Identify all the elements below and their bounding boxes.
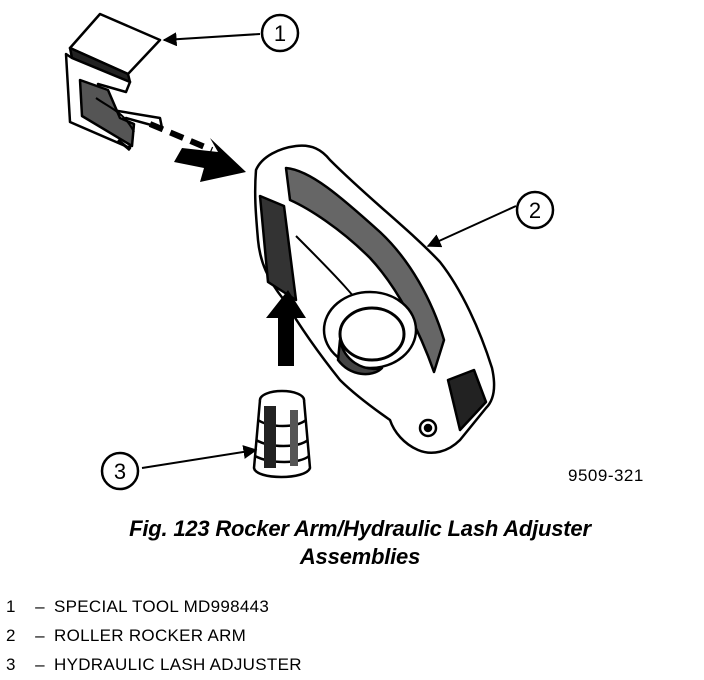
legend-text: ROLLER ROCKER ARM bbox=[54, 626, 247, 645]
legend-number: 3 bbox=[6, 655, 16, 674]
legend-item: 2–ROLLER ROCKER ARM bbox=[6, 621, 606, 650]
legend-item: 3–HYDRAULIC LASH ADJUSTER bbox=[6, 650, 606, 679]
rocker-arm-diagram: 1 2 3 bbox=[64, 12, 555, 491]
figure-code: 9509-321 bbox=[568, 466, 644, 485]
svg-text:3: 3 bbox=[114, 459, 126, 484]
leader-line-2 bbox=[426, 205, 517, 248]
callout-3: 3 bbox=[100, 451, 140, 491]
tool-dashed-path bbox=[148, 121, 214, 153]
legend-dash: – bbox=[35, 597, 45, 616]
legend-item: 1–SPECIAL TOOL MD998443 bbox=[6, 592, 606, 621]
legend-dash: – bbox=[35, 626, 45, 645]
parts-legend: 1–SPECIAL TOOL MD998443 2–ROLLER ROCKER … bbox=[6, 592, 606, 679]
lash-adjuster-illustration bbox=[252, 389, 312, 479]
legend-number: 2 bbox=[6, 626, 16, 645]
tool-direction-arrow bbox=[174, 138, 246, 182]
roller-rocker-arm-illustration bbox=[253, 144, 496, 454]
legend-dash: – bbox=[35, 655, 45, 674]
callout-1: 1 bbox=[260, 13, 300, 53]
legend-text: HYDRAULIC LASH ADJUSTER bbox=[54, 655, 302, 674]
callout-2: 2 bbox=[515, 190, 555, 230]
legend-number: 1 bbox=[6, 597, 16, 616]
leader-line-3 bbox=[141, 445, 258, 469]
caption-line-2: Assemblies bbox=[299, 544, 421, 569]
svg-text:1: 1 bbox=[274, 21, 286, 46]
caption-line-1: Fig. 123 Rocker Arm/Hydraulic Lash Adjus… bbox=[129, 516, 591, 541]
leader-line-1 bbox=[162, 32, 261, 47]
figure-caption: Fig. 123 Rocker Arm/Hydraulic Lash Adjus… bbox=[30, 515, 690, 571]
svg-text:2: 2 bbox=[529, 198, 541, 223]
callout-leaders bbox=[141, 32, 517, 469]
adjuster-direction-arrow bbox=[266, 290, 306, 366]
legend-text: SPECIAL TOOL MD998443 bbox=[54, 597, 270, 616]
special-tool-illustration bbox=[64, 12, 164, 152]
assembly-arrows bbox=[148, 121, 306, 366]
